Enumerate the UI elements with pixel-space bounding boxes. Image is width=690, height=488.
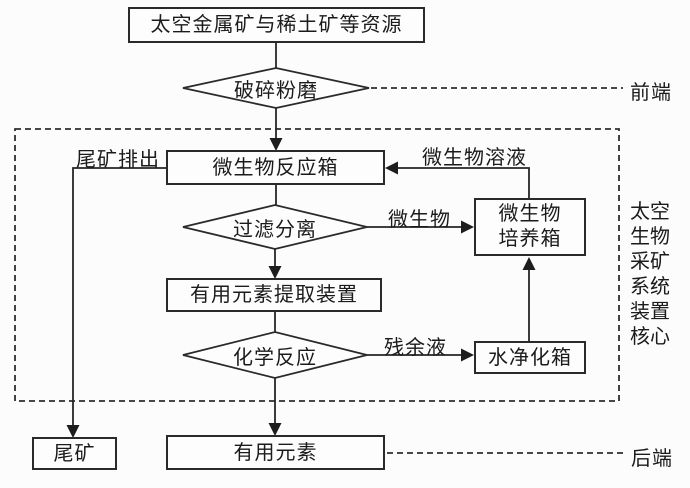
arrowheads [66,138,536,438]
chem-diamond-shape [182,331,368,379]
flow-lines [72,43,530,428]
filter-diamond-shape [182,204,368,250]
core-system-caption-row: 装置 [630,301,670,323]
element-extraction-box: 有用元素提取装置 [166,278,382,312]
source-resources-box: 太空金属矿与稀土矿等资源 [128,7,425,43]
core-system-caption-row: 太空 [630,201,670,223]
tailings-box: 尾矿 [32,437,117,470]
microbe-culture-box: 微生物 培养箱 [474,198,586,256]
water-purification-box: 水净化箱 [474,341,586,374]
front-end-label: 前端 [630,82,672,104]
back-end-label: 后端 [631,448,673,470]
microbe-label: 微生物 [388,209,451,231]
microbe-reaction-box: 微生物反应箱 [166,150,385,185]
core-boundary-dashed-rect [14,128,620,402]
core-system-caption: 太空 生物 采矿 系统 装置 核心 [630,200,678,350]
crush-diamond-shape [182,67,370,109]
microbe-culture-box-line2: 培养箱 [498,228,562,250]
diamond-shapes [182,67,370,379]
tailings-out-label: 尾矿排出 [76,149,160,171]
core-system-caption-row: 采矿 [630,251,670,273]
microbe-solution-label: 微生物溶液 [422,147,527,169]
core-system-caption-row: 系统 [630,276,670,298]
useful-elements-box: 有用元素 [166,435,385,470]
core-system-caption-row: 核心 [630,326,670,348]
core-system-caption-row: 生物 [630,226,670,248]
microbe-culture-box-line1: 微生物 [498,203,562,225]
residual-liquid-label: 残余液 [384,337,447,359]
